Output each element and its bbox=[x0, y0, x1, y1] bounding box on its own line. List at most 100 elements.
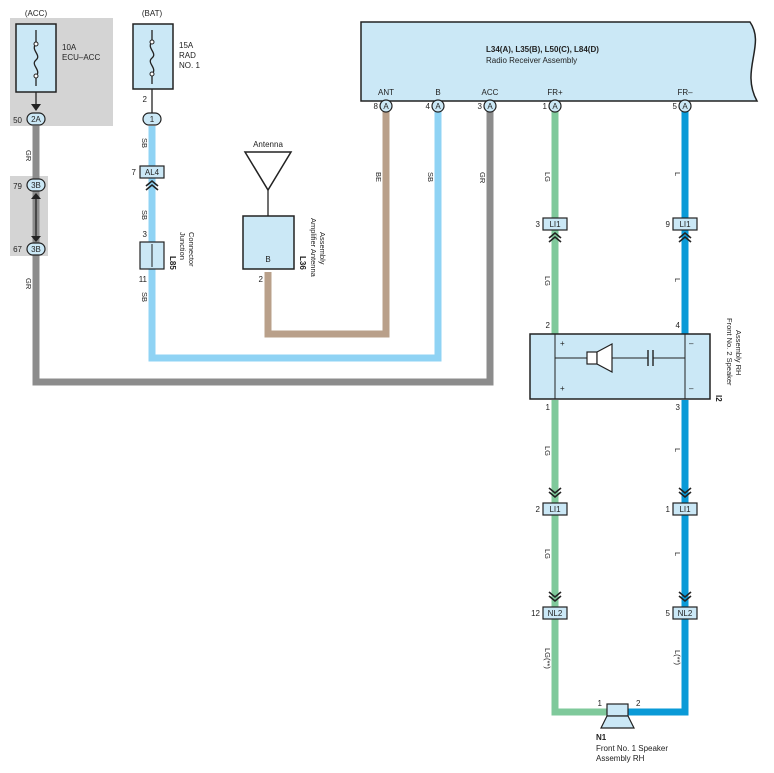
l85-pin-top: 3 bbox=[143, 230, 148, 239]
minus-icon: – bbox=[689, 384, 694, 393]
fuse-rad-icon bbox=[149, 30, 155, 84]
chevron-up-icon bbox=[678, 231, 692, 243]
connector-nl2-a bbox=[542, 606, 568, 620]
radio-pin-conn: A bbox=[435, 102, 441, 111]
antenna-icon bbox=[243, 151, 293, 192]
antenna-name2: Assembly bbox=[318, 232, 327, 265]
connector-li1-d-label: LI1 bbox=[679, 505, 691, 514]
connector-nl2-b-label: NL2 bbox=[678, 609, 693, 618]
wire-label-lg-star: LG(**) bbox=[543, 648, 552, 669]
junction-acc-top bbox=[26, 112, 46, 126]
l85-name1: Junction bbox=[178, 232, 187, 260]
l85-name2: Connector bbox=[187, 232, 196, 267]
antenna-pin-out: 2 bbox=[259, 275, 264, 284]
radio-title: L34(A), L35(B), L50(C), L84(D) bbox=[486, 45, 599, 54]
fuse-acc-amp: 10A bbox=[62, 43, 77, 52]
radio-pin-label: ACC bbox=[482, 88, 499, 97]
radio-subtitle: Radio Receiver Assembly bbox=[486, 56, 577, 65]
acc-label: (ACC) bbox=[25, 9, 48, 18]
speaker-icon bbox=[600, 703, 635, 729]
radio-receiver-box bbox=[360, 21, 759, 102]
chevron-down-icon bbox=[678, 591, 692, 603]
chevron-up-icon bbox=[548, 231, 562, 243]
connector-li1-c-label: LI1 bbox=[549, 505, 561, 514]
junction-acc-bot bbox=[26, 242, 46, 256]
radio-pin-terminal bbox=[678, 99, 692, 113]
connector-nl2-b bbox=[672, 606, 698, 620]
spk1-name1: Front No. 1 Speaker bbox=[596, 744, 668, 753]
al4-num: 7 bbox=[132, 168, 137, 177]
amplifier-antenna-box bbox=[242, 215, 295, 270]
radio-pin-label: ANT bbox=[378, 88, 394, 97]
bat-pin-num: 2 bbox=[143, 95, 148, 104]
radio-pin-num: 1 bbox=[543, 102, 548, 111]
speaker-icon bbox=[586, 343, 613, 373]
connector-al4 bbox=[139, 165, 165, 179]
wire-label-sb-4: SB bbox=[426, 172, 435, 182]
radio-pin-conn: A bbox=[487, 102, 493, 111]
chevron-down-icon bbox=[548, 591, 562, 603]
junction-acc-bot-conn: 3B bbox=[31, 245, 41, 254]
minus-icon: – bbox=[689, 339, 694, 348]
junction-bat-conn: 1 bbox=[150, 115, 155, 124]
chevron-up-icon bbox=[145, 179, 159, 191]
radio-pin-label: FR– bbox=[677, 88, 693, 97]
fuse-rad-name: RAD bbox=[179, 51, 196, 60]
radio-pin-terminal bbox=[483, 99, 497, 113]
wire-label-lg-3: LG bbox=[543, 446, 552, 456]
antenna-label: Antenna bbox=[253, 140, 283, 149]
fuse-rad-amp: 15A bbox=[179, 41, 194, 50]
connector-li1-d bbox=[672, 502, 698, 516]
nl2-a-num: 12 bbox=[531, 609, 540, 618]
spk2-name1: Front No. 2 Speaker bbox=[725, 318, 734, 386]
wire-label-gr-1: GR bbox=[24, 150, 33, 162]
fuse-acc-name: ECU–ACC bbox=[62, 53, 100, 62]
spk1-pin-1: 1 bbox=[598, 699, 603, 708]
radio-pin-conn: A bbox=[383, 102, 389, 111]
wire-label-sb-3: SB bbox=[140, 292, 149, 302]
spk2-pin-2: 2 bbox=[546, 321, 551, 330]
spk2-pin-1: 1 bbox=[546, 403, 551, 412]
wire-label-sb-1: SB bbox=[140, 138, 149, 148]
spk2-pin-3: 3 bbox=[676, 403, 681, 412]
spk2-id: I2 bbox=[714, 395, 723, 402]
li1-d-num: 1 bbox=[666, 505, 671, 514]
li1-a-num: 3 bbox=[536, 220, 541, 229]
spk2-name2: Assembly RH bbox=[734, 330, 743, 375]
plus-icon: + bbox=[560, 384, 565, 393]
connector-al4-label: AL4 bbox=[145, 168, 160, 177]
arrow-up-icon bbox=[31, 193, 41, 199]
fuse-acc-icon bbox=[33, 30, 39, 86]
junction-acc-bot-num: 67 bbox=[13, 245, 22, 254]
wire-label-l-2: L bbox=[673, 278, 682, 282]
nl2-b-num: 5 bbox=[666, 609, 671, 618]
antenna-id: L36 bbox=[298, 256, 307, 270]
wire-label-sb-2: SB bbox=[140, 210, 149, 220]
radio-pin-terminal bbox=[548, 99, 562, 113]
be-wire bbox=[264, 111, 390, 338]
radio-pin-num: 8 bbox=[374, 102, 379, 111]
l85-pin-bot: 11 bbox=[139, 275, 148, 284]
junction-bat bbox=[142, 112, 162, 126]
radio-pin-num: 4 bbox=[426, 102, 431, 111]
radio-pin-terminal bbox=[431, 99, 445, 113]
spk2-pin-4: 4 bbox=[676, 321, 681, 330]
wire-label-lg-2: LG bbox=[543, 276, 552, 286]
radio-pin-conn: A bbox=[682, 102, 688, 111]
wire-label-l-3: L bbox=[673, 448, 682, 452]
junction-acc-top-num: 50 bbox=[13, 116, 22, 125]
wire-label-gr-3: GR bbox=[478, 172, 487, 184]
bat-label: (BAT) bbox=[142, 9, 163, 18]
connector-li1-a-label: LI1 bbox=[549, 220, 561, 229]
fuse-rad-name2: NO. 1 bbox=[179, 61, 200, 70]
radio-pin-label: B bbox=[435, 88, 440, 97]
radio-pin-num: 5 bbox=[673, 102, 678, 111]
antenna-name1: Amplifier Antenna bbox=[309, 218, 318, 278]
connector-li1-b bbox=[672, 217, 698, 231]
chevron-down-icon bbox=[678, 487, 692, 499]
connector-li1-b-label: LI1 bbox=[679, 220, 691, 229]
wire-label-l-star: L(**) bbox=[673, 650, 682, 666]
spk1-id: N1 bbox=[596, 733, 607, 742]
wire-label-lg-1: LG bbox=[543, 172, 552, 182]
